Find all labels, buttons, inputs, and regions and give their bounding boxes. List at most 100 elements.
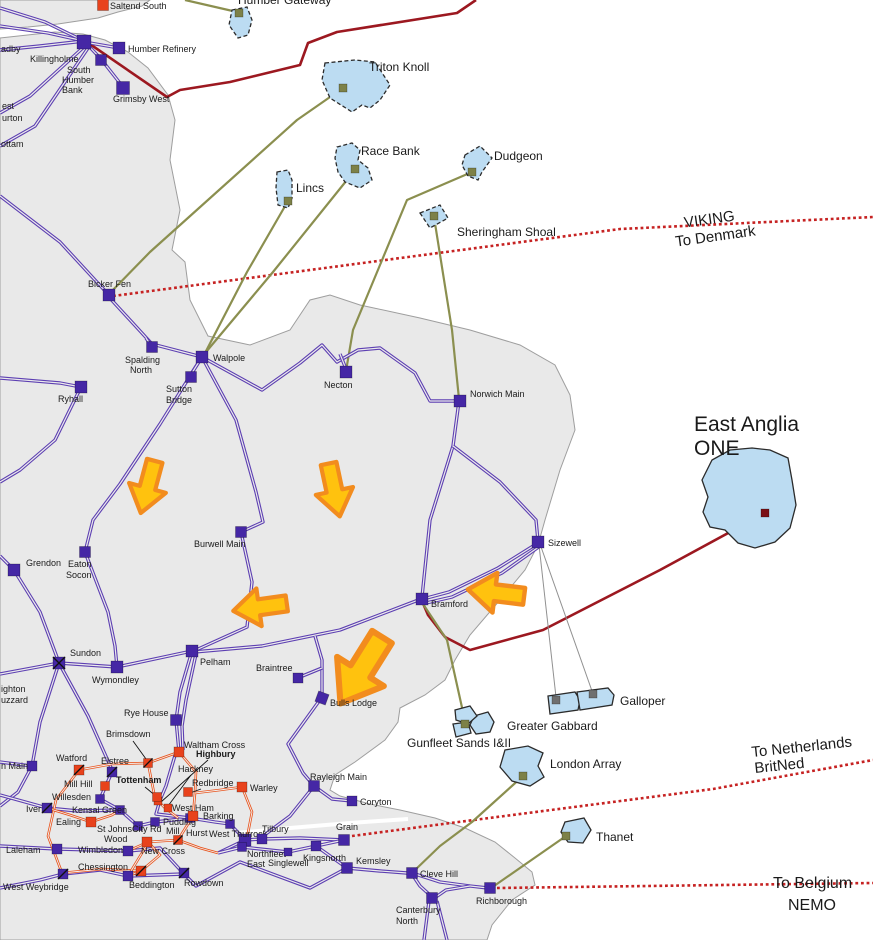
substation-square-beddington[interactable] [122, 870, 134, 882]
substation-square-grendon[interactable] [7, 563, 21, 577]
substation-city-rd[interactable]: City Rd [132, 817, 162, 835]
substation-square-saltend-south[interactable] [97, 0, 109, 11]
substation-n-main[interactable]: n Main [1, 760, 38, 772]
substation-square-cleve-hill[interactable] [406, 867, 418, 879]
substation-rowdown[interactable]: Rowdown [178, 867, 224, 888]
substation-walpole[interactable]: Walpole [195, 350, 245, 364]
substation-square-wymondley[interactable] [110, 660, 124, 674]
substation-square-n-main[interactable] [26, 760, 38, 772]
substation-braintree[interactable]: Braintree [256, 663, 304, 684]
substation-square-warley[interactable] [236, 781, 248, 793]
substation-chessington[interactable]: Chessington [78, 862, 147, 877]
substation-square-kemsley[interactable] [341, 862, 353, 874]
substation-elstree[interactable]: Elstree [101, 756, 129, 778]
substation-wymondley[interactable]: Wymondley [92, 660, 139, 685]
substation-pelham[interactable]: Pelham [185, 644, 231, 667]
substation-ealing[interactable]: Ealing [56, 816, 97, 828]
substation-singlewell[interactable]: Singlewell [268, 847, 309, 868]
substation-square-grimsby-west[interactable] [116, 81, 130, 95]
substation-iver[interactable]: Iver [26, 802, 53, 814]
substation-kingsnorth[interactable]: Kingsnorth [303, 840, 346, 863]
substation-rye-house[interactable]: Rye House [124, 708, 182, 726]
substation-necton[interactable]: Necton [324, 365, 353, 390]
windfarm-triton-knoll[interactable] [321, 59, 391, 113]
substation-barking[interactable]: Barking [203, 811, 235, 829]
substation-square-northfleet-east[interactable] [237, 842, 247, 852]
substation-square-pelham[interactable] [185, 644, 199, 658]
substation-square-mill-hill[interactable] [100, 781, 110, 791]
substation-square-walpole[interactable] [195, 350, 209, 364]
substation-square-kingsnorth[interactable] [310, 840, 322, 852]
substation-tilbury[interactable]: Tilbury [256, 824, 289, 845]
windfarm-london-array[interactable] [499, 745, 545, 787]
substation-square-bulls-lodge[interactable] [314, 690, 330, 706]
substation-kemsley[interactable]: Kemsley [341, 856, 392, 874]
substation-square-kensal-green[interactable] [115, 805, 125, 815]
substation-square-willesden[interactable] [95, 794, 105, 804]
substation-square-tilbury[interactable] [256, 833, 268, 845]
substation-watford[interactable]: Watford [56, 753, 87, 776]
substation-square-richborough[interactable] [484, 882, 496, 894]
substation-beddington[interactable]: Beddington [122, 870, 175, 890]
substation-square-south-humber-bank[interactable] [95, 54, 107, 66]
substation-square-grain[interactable] [338, 834, 350, 846]
substation-square-canterbury-north[interactable] [426, 892, 438, 904]
substation-west-ham[interactable]: West Ham [172, 803, 214, 822]
substation-laleham[interactable]: Laleham [6, 843, 63, 855]
substation-square-bramford[interactable] [415, 592, 429, 606]
substation-square-eaton-socon[interactable] [79, 546, 91, 558]
substation-square-singlewell[interactable] [283, 847, 293, 857]
substation-square-sizewell[interactable] [531, 535, 545, 549]
substation-square-norwich-main[interactable] [453, 394, 467, 408]
substation-killingholme[interactable]: Killingholme [30, 34, 92, 64]
substation-tottenham[interactable]: Tottenham [116, 775, 162, 802]
substation-humber-refinery[interactable]: Humber Refinery [112, 41, 197, 55]
substation-west-weybridge[interactable]: West Weybridge [3, 868, 69, 892]
substation-kensal-green[interactable]: Kensal Green [72, 805, 127, 815]
substation-square-city-rd[interactable] [150, 817, 160, 827]
substation-redbridge[interactable]: Redbridge [183, 778, 234, 797]
substation-new-cross[interactable]: New Cross [141, 836, 186, 856]
substation-richborough[interactable]: Richborough [476, 882, 527, 907]
substation-rayleigh-main[interactable]: Rayleigh Main [308, 772, 368, 792]
windfarm-gunfleet-sands-i-ii[interactable] [454, 705, 478, 725]
substation-mill-hill[interactable]: Mill Hill [64, 779, 110, 791]
substation-square-hackney[interactable] [163, 803, 173, 813]
substation-saltend-south[interactable]: Saltend South [97, 0, 167, 11]
substation-bulls-lodge[interactable]: Bulls Lodge [314, 690, 377, 708]
substation-square-spalding-north[interactable] [146, 341, 158, 353]
substation-square-braintree[interactable] [292, 672, 304, 684]
substation-hackney[interactable]: Hackney [163, 764, 214, 813]
windfarm-galloper[interactable] [576, 687, 615, 711]
substation-square-west-ham[interactable] [187, 810, 199, 822]
substation-wimbledon[interactable]: Wimbledon [78, 845, 134, 857]
substation-cleve-hill[interactable]: Cleve Hill [406, 867, 459, 880]
substation-willesden[interactable]: Willesden [52, 792, 105, 804]
substation-square-ryhall[interactable] [74, 380, 88, 394]
substation-coryton[interactable]: Coryton [346, 795, 392, 807]
substation-warley[interactable]: Warley [236, 781, 278, 793]
substation-sundon[interactable]: Sundon [52, 648, 101, 670]
substation-waltham-cross[interactable]: Waltham Cross [173, 740, 246, 758]
substation-bicker-fen[interactable]: Bicker Fen [88, 279, 131, 302]
substation-square-new-cross[interactable] [141, 836, 153, 848]
substation-ryhall[interactable]: Ryhall [58, 380, 88, 404]
substation-hurst[interactable]: Hurst [173, 828, 209, 845]
substation-square-bicker-fen[interactable] [102, 288, 116, 302]
substation-brimsdown[interactable]: Brimsdown [106, 729, 153, 768]
windfarm-east-anglia-one[interactable] [701, 447, 797, 549]
substation-bramford[interactable]: Bramford [415, 592, 468, 609]
substation-square-humber-refinery[interactable] [112, 41, 126, 55]
substation-square-sutton-bridge[interactable] [185, 371, 197, 383]
substation-norwich-main[interactable]: Norwich Main [453, 389, 525, 408]
substation-grain[interactable]: Grain [336, 822, 358, 846]
substation-sizewell[interactable]: Sizewell [531, 535, 581, 549]
windfarm-humber-gateway[interactable] [228, 6, 253, 39]
